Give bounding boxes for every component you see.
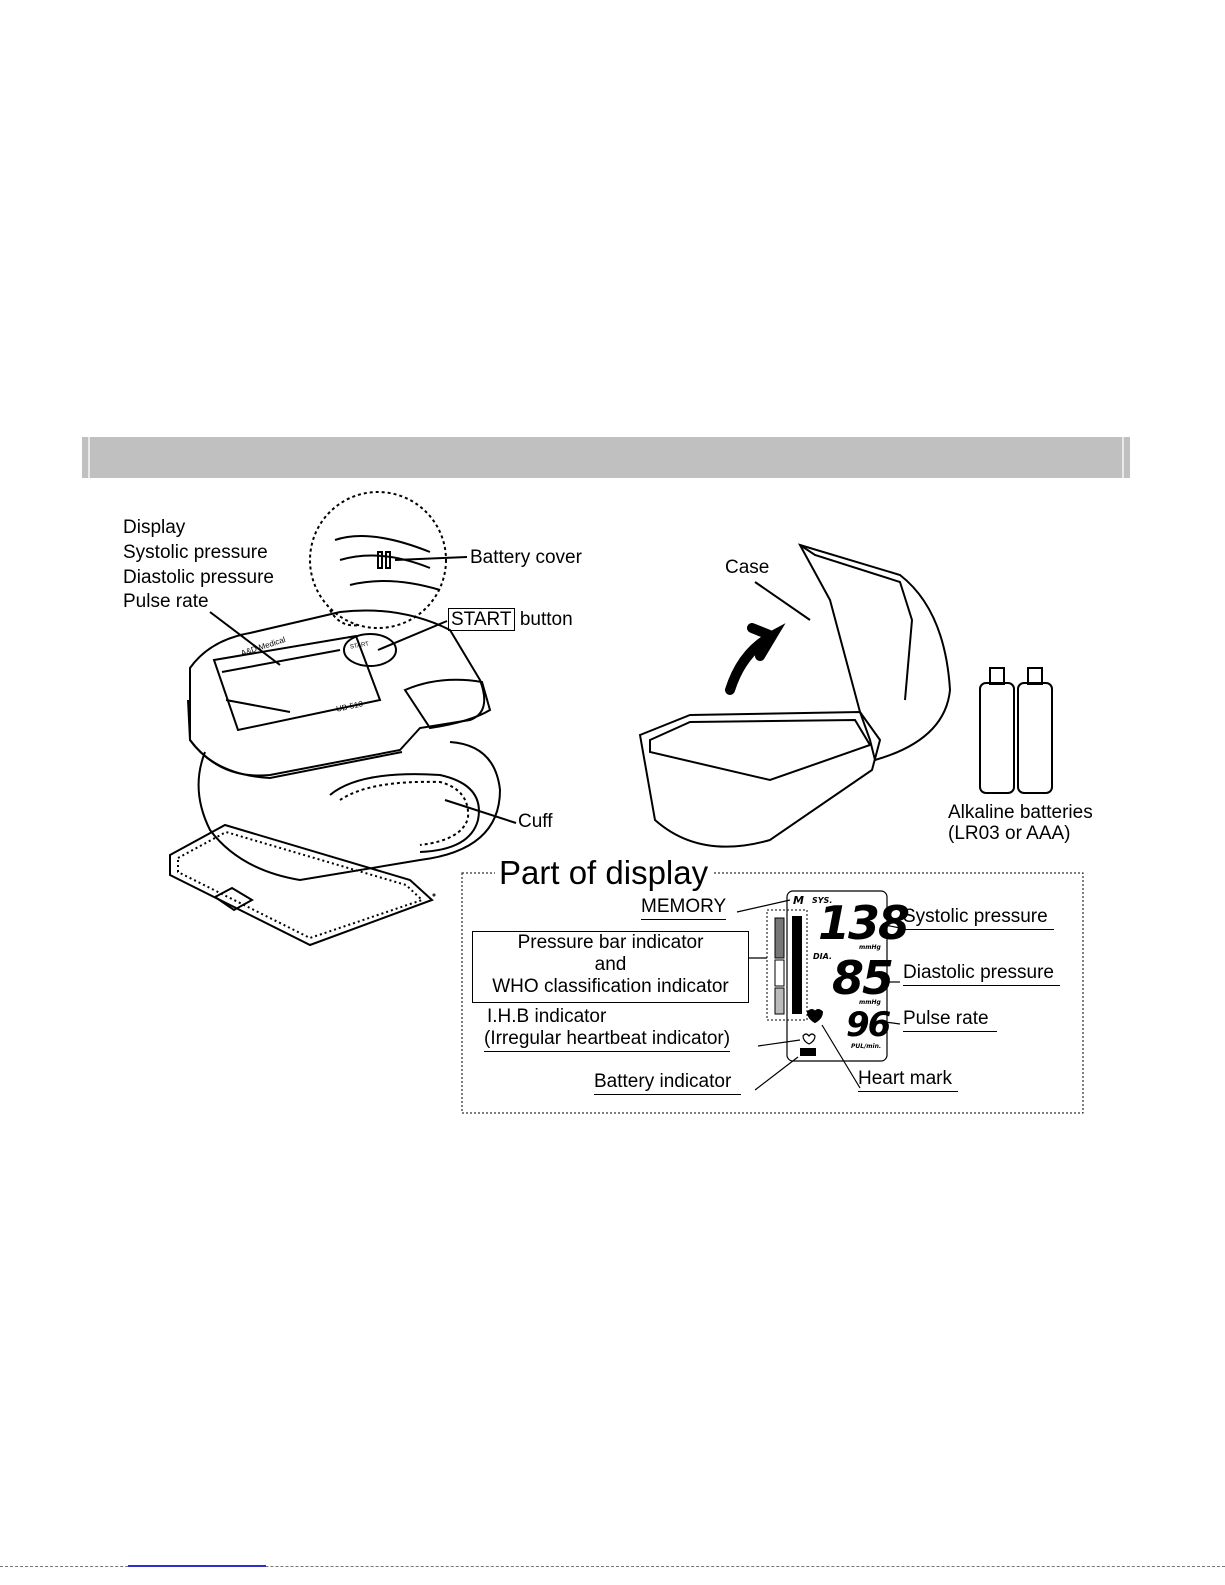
label-lcd-diastolic: Diastolic pressure [903,962,1060,986]
label-heart-mark: Heart mark [858,1068,958,1092]
section-header-bar [82,437,1130,478]
lcd-pulse-value: 96 [846,1005,891,1045]
lcd-sys-value: 138 [818,896,910,950]
label-lcd-pulse: Pulse rate [903,1008,997,1032]
battery-latch-mark [377,551,383,569]
open-arrow [725,623,786,695]
label-display: Display [123,517,186,538]
label-cuff: Cuff [518,811,553,832]
case-leader [754,581,811,621]
label-diastolic: Diastolic pressure [123,567,274,588]
start-boxed: START [448,608,515,631]
case-bottom [638,710,882,848]
case-lid [797,543,952,762]
lcd-dia-value: 85 [832,951,894,1005]
label-battery-cover: Battery cover [470,547,582,568]
cuff-outline [197,741,502,882]
start-button-shape [343,633,397,667]
lcd-sys: SYS. [812,896,833,905]
monitor-screen [212,634,382,732]
cuff-strap [169,823,434,947]
magnifier-circle [309,491,447,629]
cuff-leader [444,799,517,824]
lcd-unit-2: mmHg [859,999,881,1006]
label-lcd-systolic: Systolic pressure [903,906,1054,930]
lcd-pul-unit: PUL/min. [851,1043,882,1050]
lcd-frame [786,890,888,1062]
pressure-bar-line3: WHO classification indicator [492,976,729,997]
battery-cover-leader [394,556,468,561]
who-bar-upper [774,917,785,959]
heart-mark-icon [806,1009,824,1024]
pressure-bar-line1: Pressure bar indicator [517,932,704,953]
lcd-unit-1: mmHg [859,944,881,951]
label-start-button: START button [448,608,573,631]
pressure-bar-line2: and [594,954,627,975]
pressure-bar-box: Pressure bar indicator and WHO classific… [472,931,749,1003]
pressure-bar [792,916,802,1014]
lcd-memory-m: M [793,894,804,907]
lcd-dia: DIA. [813,952,832,961]
battery-2 [1017,682,1053,794]
monitor-body [189,609,486,777]
footer-rule [0,1566,1225,1567]
label-ihb-1: I.H.B indicator [487,1006,607,1027]
display-leader [209,611,281,666]
battery-1 [979,682,1015,794]
label-pulse: Pulse rate [123,591,209,612]
label-systolic: Systolic pressure [123,542,268,563]
battery-lcd-icon [800,1048,816,1056]
footer-link-underline [128,1565,266,1567]
label-ihb-2: (Irregular heartbeat indicator) [484,1028,731,1052]
label-memory: MEMORY [641,896,727,920]
battery-cover-detail [334,535,441,591]
ihb-heart-icon [802,1033,816,1045]
label-batteries-2: (LR03 or AAA) [948,823,1071,844]
display-panel-frame [461,872,1084,1114]
display-panel-title: Part of display [495,854,713,892]
pressure-bar-area [766,909,808,1021]
start-rest: button [519,609,573,630]
label-case: Case [725,557,770,578]
label-batteries-1: Alkaline batteries [948,802,1093,823]
start-leader [377,620,448,651]
label-battery-indicator: Battery indicator [594,1071,742,1095]
